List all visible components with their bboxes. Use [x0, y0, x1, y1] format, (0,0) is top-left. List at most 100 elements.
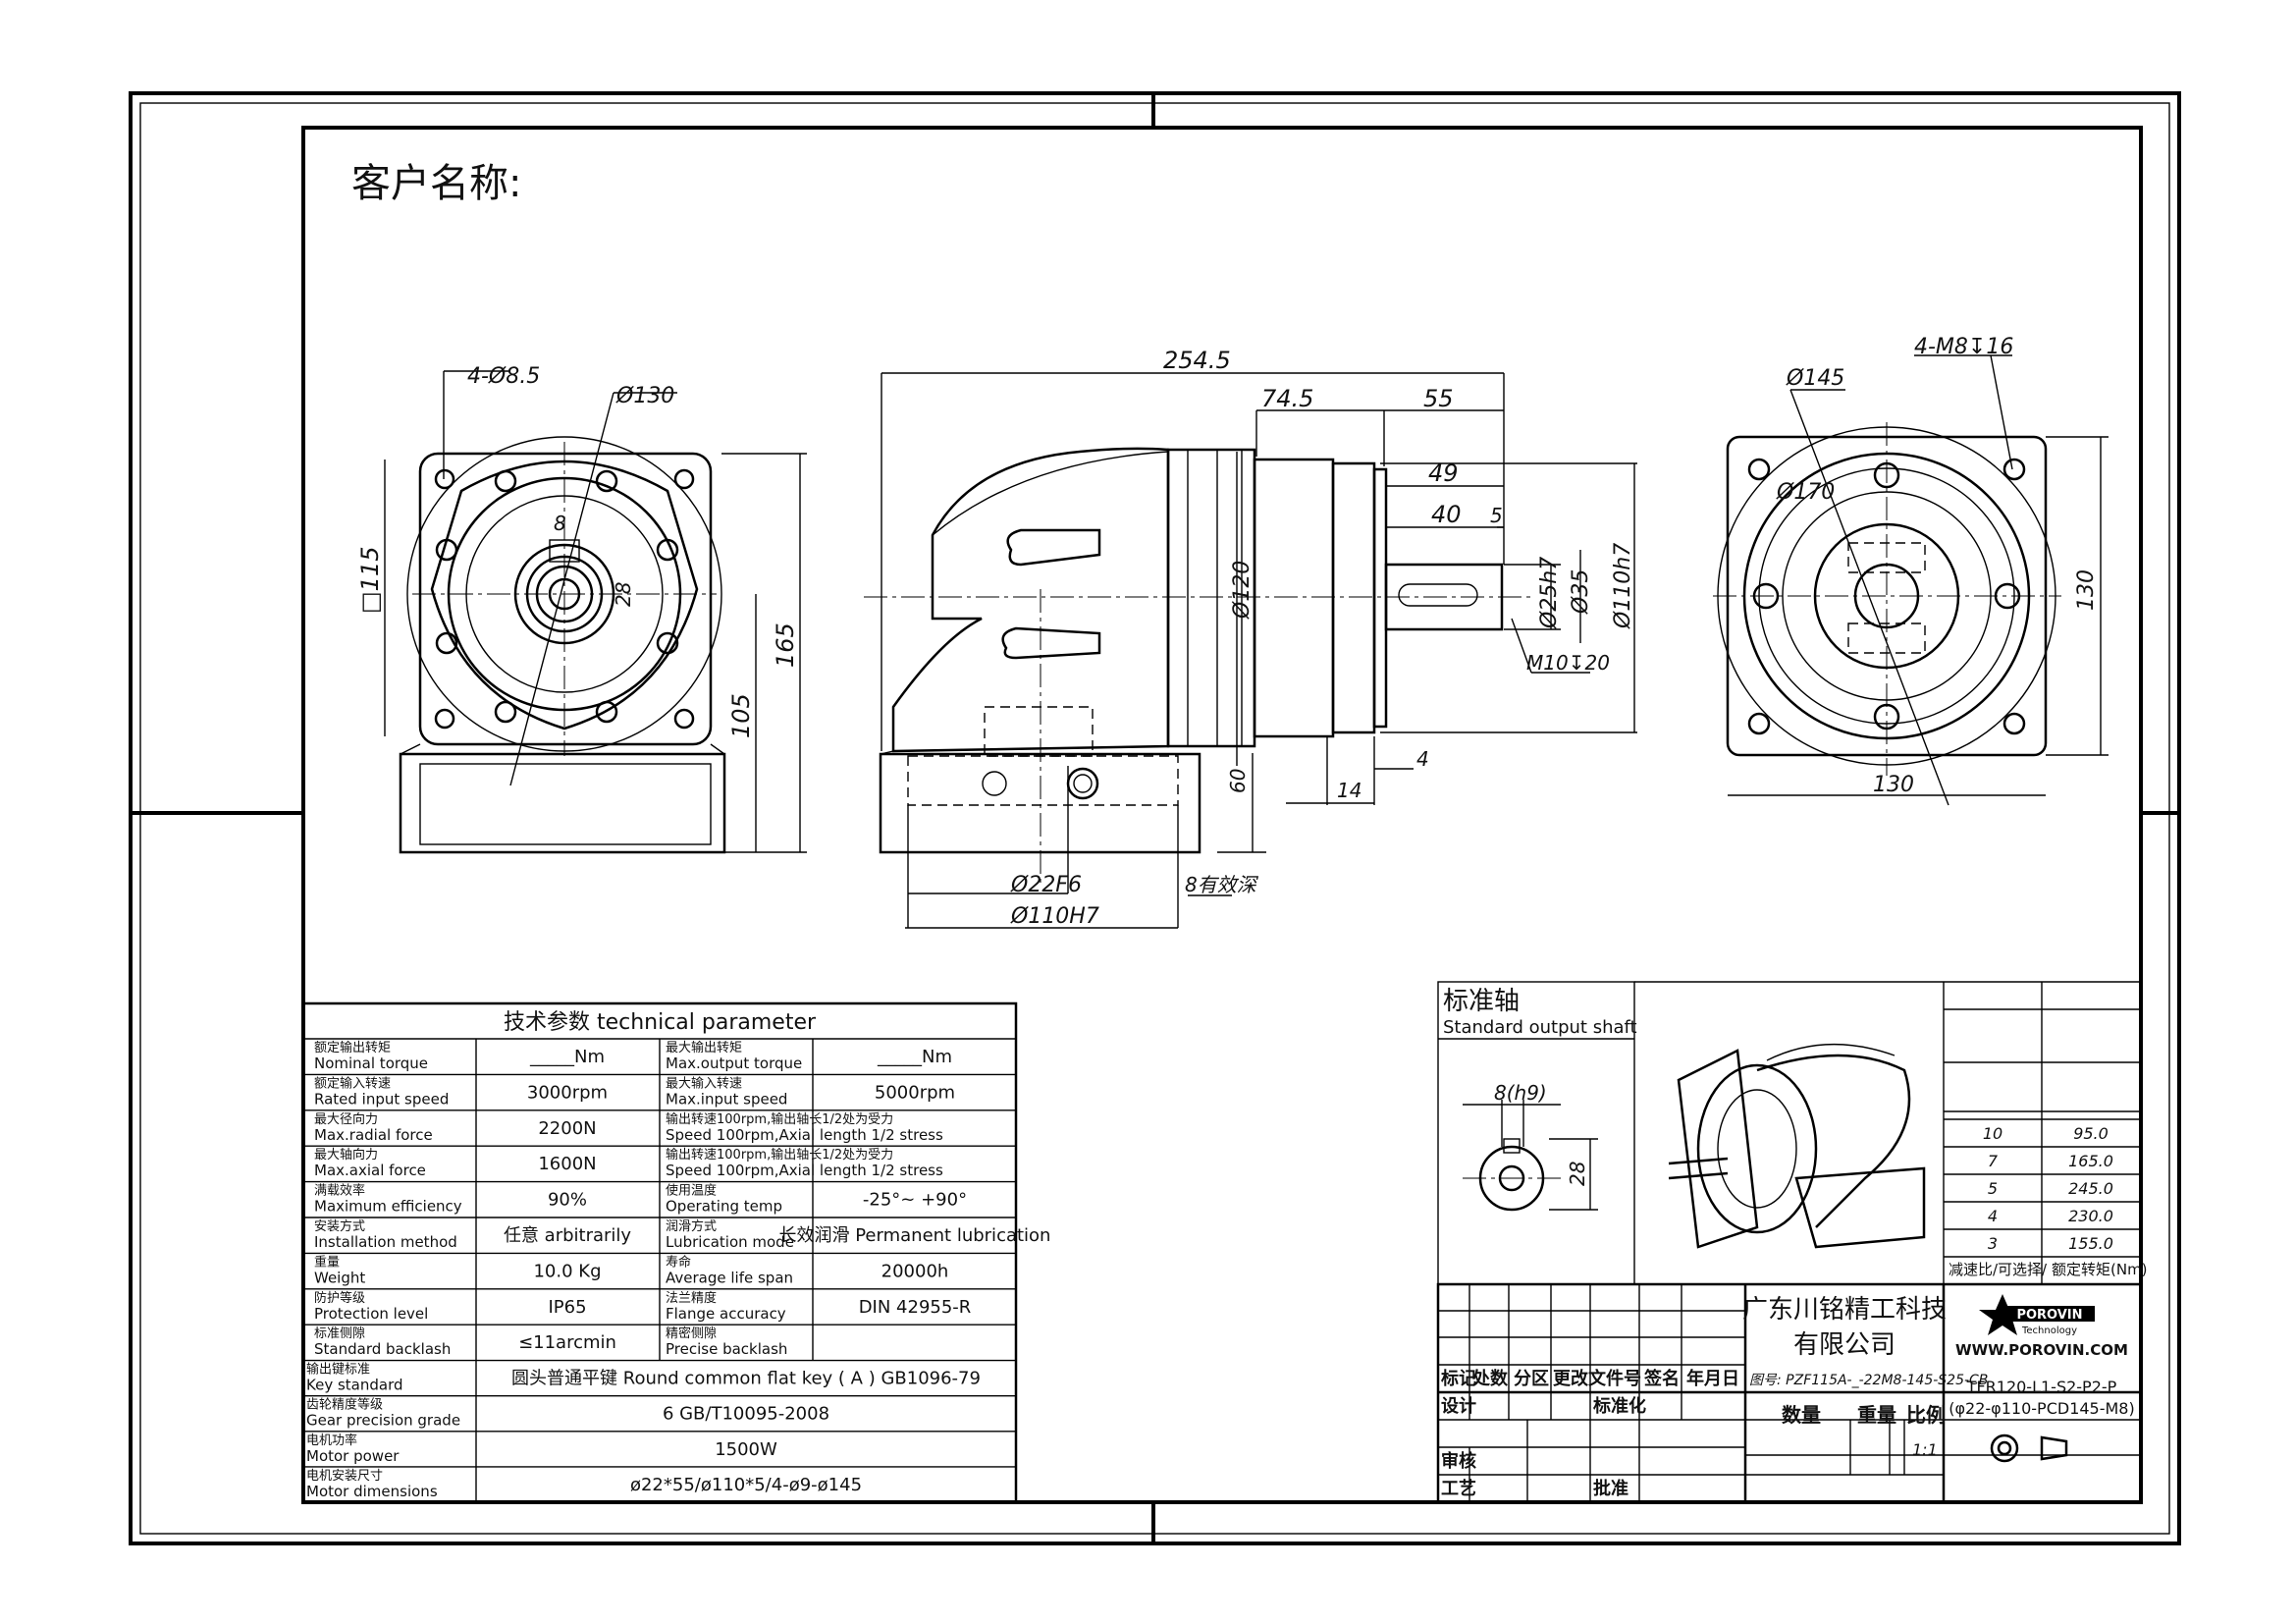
spec-right-value: _____Nm — [877, 1047, 952, 1067]
dim-len74: 74.5 — [1261, 385, 1313, 412]
spec-left-en: Nominal torque — [314, 1055, 428, 1072]
spec-left-value: 3000rpm — [527, 1082, 608, 1103]
ratio-value: 7 — [1988, 1152, 1999, 1170]
spec-left-cn: 额定输出转矩 — [314, 1040, 391, 1055]
spec-right-cn: 法兰精度 — [666, 1290, 717, 1306]
ratio-value: 3 — [1988, 1234, 1998, 1253]
spec-wide-en: Motor power — [306, 1447, 400, 1465]
dim-d145: Ø145 — [1786, 366, 1844, 391]
spec-left-en: Protection level — [314, 1305, 428, 1323]
spec-right-en: Flange accuracy — [666, 1305, 786, 1323]
spec-right-en: Max.output torque — [666, 1055, 802, 1072]
spec-left-value: 90% — [548, 1190, 587, 1211]
title-block-grid — [1436, 1282, 2143, 1504]
dim-w14: 14 — [1337, 779, 1362, 802]
dim-d130: Ø130 — [615, 384, 674, 408]
spec-right-value: 20000h — [881, 1261, 949, 1281]
dim-len55: 55 — [1423, 385, 1454, 412]
spec-left-cn: 满载效率 — [314, 1183, 365, 1199]
spec-wide-en: Motor dimensions — [306, 1483, 438, 1500]
dim-key8: 8 — [554, 512, 566, 535]
th-doc: 更改文件号 — [1553, 1368, 1641, 1389]
spec-left-en: Max.axial force — [314, 1162, 426, 1179]
dim-m8: 4-M8↧16 — [1914, 335, 2013, 359]
dim-m10: M10↧20 — [1526, 651, 1610, 675]
spec-left-en: Standard backlash — [314, 1340, 451, 1358]
spec-right-value: 长效润滑 Permanent lubrication — [779, 1225, 1051, 1246]
label-qty: 数量 — [1782, 1403, 1821, 1427]
spec-wide-value: 圆头普通平键 Round common flat key ( A ) GB109… — [511, 1369, 981, 1389]
ratio-header: 减速比/可选择/ — [1949, 1261, 2048, 1278]
spec-left-cn: 最大径向力 — [314, 1111, 378, 1127]
label-approve: 批准 — [1593, 1478, 1629, 1499]
torque-value: 230.0 — [2068, 1207, 2113, 1225]
spec-left-value: 1600N — [538, 1154, 596, 1174]
shaft-title-cn: 标准轴 — [1443, 987, 1520, 1016]
th-count: 处数 — [1471, 1368, 1509, 1389]
spec-right-en: Lubrication mode — [666, 1233, 794, 1251]
th-mark: 标记 — [1440, 1368, 1476, 1389]
dim-d120: Ø120 — [1230, 561, 1255, 620]
dim-len5: 5 — [1490, 504, 1503, 527]
company-name-2: 有限公司 — [1793, 1330, 1896, 1360]
gearbox-iso-image — [1668, 1044, 1926, 1249]
dim-d25: Ø25h7 — [1537, 557, 1562, 629]
torque-value: 165.0 — [2068, 1152, 2113, 1170]
dim-d22: Ø22F6 — [1010, 873, 1082, 897]
side-view — [864, 372, 1637, 929]
spec-left-value: 2200N — [538, 1118, 596, 1139]
dim-w130: 130 — [1873, 773, 1914, 797]
front-view — [384, 370, 807, 854]
outer-border — [129, 91, 2181, 1545]
torque-header: 额定转矩(Nm) — [2052, 1261, 2148, 1278]
drawing-number: 图号: PZF115A-_-22M8-145-S25-CB — [1749, 1373, 1988, 1388]
spec-wide-cn: 电机功率 — [306, 1433, 357, 1448]
projection-symbol — [1990, 1434, 2068, 1463]
spec-left-en: Rated input speed — [314, 1090, 449, 1108]
dim-w4: 4 — [1416, 747, 1429, 771]
dim-d110: Ø110h7 — [1611, 543, 1635, 629]
label-weight: 重量 — [1857, 1403, 1896, 1427]
label-design: 设计 — [1441, 1395, 1476, 1417]
label-standard: 标准化 — [1592, 1395, 1646, 1417]
spec-right-cn: 使用温度 — [666, 1183, 717, 1199]
model-line-1: TFR120-L1-S2-P2-P — [1966, 1378, 2117, 1396]
dim-key28: 28 — [612, 582, 635, 607]
spec-right-cn: 最大输入转速 — [666, 1075, 742, 1091]
label-review: 审核 — [1441, 1450, 1476, 1472]
spec-right-value: -25°~ +90° — [863, 1190, 967, 1211]
spec-left-cn: 额定输入转速 — [314, 1075, 391, 1091]
spec-right-value: DIN 42955-R — [859, 1297, 972, 1318]
scale-value: 1:1 — [1912, 1440, 1938, 1459]
company-name-1: 广东川铭精工科技 — [1742, 1295, 1947, 1325]
customer-label: 客户名称: — [351, 161, 521, 206]
dim-d170: Ø170 — [1776, 480, 1835, 505]
shaft-h-dim: 28 — [1566, 1162, 1589, 1186]
th-zone: 分区 — [1514, 1369, 1549, 1389]
spec-wide-cn: 齿轮精度等级 — [306, 1397, 383, 1413]
ratio-value: 4 — [1988, 1207, 1998, 1225]
spec-left-cn: 重量 — [314, 1254, 340, 1270]
dim-len40: 40 — [1431, 501, 1462, 528]
spec-wide-value: ø22*55/ø110*5/4-ø9-ø145 — [630, 1475, 862, 1495]
spec-left-value: 10.0 Kg — [533, 1261, 601, 1281]
spec-right-en: Average life span — [666, 1269, 793, 1286]
dim-d110b: Ø110H7 — [1010, 904, 1099, 929]
dim-h130: 130 — [2074, 569, 2099, 611]
spec-wide-en: Gear precision grade — [306, 1412, 460, 1430]
dim-sq115: □115 — [356, 547, 384, 614]
spec-wide-value: 1500W — [715, 1439, 777, 1460]
spec-right-en: Operating temp — [666, 1198, 782, 1216]
spec-right-value: 5000rpm — [875, 1082, 955, 1103]
spec-left-en: Installation method — [314, 1233, 457, 1251]
spec-left-en: Max.radial force — [314, 1126, 433, 1144]
shaft-title-en: Standard output shaft — [1443, 1017, 1637, 1038]
spec-left-value: _____Nm — [529, 1047, 605, 1067]
spec-right-cn: 输出转速100rpm,输出轴长1/2处为受力 — [666, 1111, 893, 1127]
label-scale: 比例 — [1906, 1403, 1946, 1427]
spec-right-en: Max.input speed — [666, 1090, 787, 1108]
logo-sub: Technology — [2021, 1325, 2077, 1336]
